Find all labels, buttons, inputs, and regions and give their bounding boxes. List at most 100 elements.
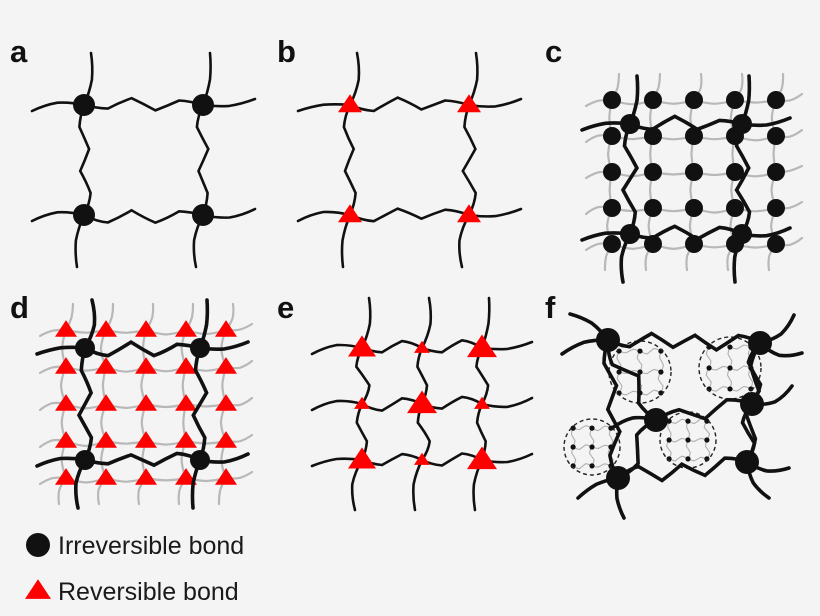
d-overlay-irreversible-bond-node [75,338,95,358]
d-reversible-bond-node [95,394,117,411]
panel-f-irreversible-bond-node [735,450,759,474]
a-irreversible-bond-node [192,204,214,226]
d-reversible-bond-node [135,468,157,485]
c-irreversible-bond-node [685,127,703,145]
panel-f: f [545,290,804,520]
b-chain-vertical [342,103,357,217]
panel-f-micro-dot [685,418,691,424]
panel-label-b: b [277,34,296,69]
panel-f-micro-chain [589,427,595,448]
panel-f-micro-chain [572,444,593,451]
c-irreversible-bond-node [644,163,662,181]
panel-f-micro-chain [687,437,708,442]
a-irreversible-bond-node [73,204,95,226]
e-reversible-bond-node [474,396,490,409]
d-reversible-bond-node [55,431,77,448]
panel-f-micro-dot [706,365,712,371]
panel-f-micro-chain [705,367,712,390]
panel-f-micro-dot [727,344,733,350]
panel-f-irreversible-bond-node [740,392,764,416]
c-irreversible-bond-node [767,91,785,109]
panel-f-chain [616,456,749,483]
panel-f-micro-chain [657,371,664,394]
e-chain-vertical [354,346,371,406]
panel-f-micro-chain [618,390,641,396]
panel-label-c: c [545,34,562,69]
b-reversible-bond-node [338,94,362,113]
panel-f-irreversible-bond-node [596,328,620,352]
panel-f-micro-chain [726,367,733,390]
panel-f-micro-chain [639,368,662,375]
e-reversible-bond-node [414,340,430,353]
b-chain-tail [296,102,352,113]
legend-item-1: Reversible bond [25,578,239,606]
d-reversible-bond-node [55,357,77,374]
e-chain-horizontal [420,338,484,354]
c-irreversible-bond-node [726,199,744,217]
d-reversible-bond-node [95,431,117,448]
panel-f-micro-chain [705,346,712,369]
panel-c: c [545,34,804,284]
c-overlay-chain-vertical [620,122,639,236]
a-chain-vertical [195,103,210,217]
e-reversible-bond-node [348,447,376,469]
c-irreversible-bond-node [603,163,621,181]
c-irreversible-bond-node [603,199,621,217]
c-irreversible-bond-node [726,163,744,181]
b-chain-tail [296,210,352,223]
d-reversible-bond-node [215,468,237,485]
d-overlay-chain-horizontal [83,339,202,358]
b-chain-tail [348,51,361,107]
c-irreversible-bond-node [685,163,703,181]
d-reversible-bond-node [55,394,77,411]
c-irreversible-bond-node [603,91,621,109]
e-reversible-bond-node [354,396,370,409]
panel-f-micro-chain [704,439,711,460]
e-reversible-bond-node [467,334,497,358]
e-chain-tail [480,396,534,409]
panel-f-chain [602,338,622,480]
e-chain-vertical [475,346,490,406]
c-irreversible-bond-node [685,91,703,109]
d-reversible-bond-node [175,394,197,411]
legend-label: Reversible bond [58,578,239,606]
panel-f-micro-chain [588,446,595,467]
b-chain-vertical [461,103,478,217]
circle-marker-icon [26,533,50,557]
e-chain-vertical [416,402,432,462]
panel-f-micro-dot [570,444,576,450]
c-irreversible-bond-node [644,127,662,145]
a-chain-horizontal [82,96,205,112]
e-chain-tail [420,296,433,350]
e-chain-tail [412,458,424,512]
a-irreversible-bond-node [192,94,214,116]
panel-f-micro-dot [589,425,595,431]
e-chain-vertical [355,402,369,462]
b-reversible-bond-node [338,204,362,223]
panel-f-micro-dot [658,369,664,375]
e-reversible-bond-node [467,446,497,470]
panel-f-cluster-boundary [563,418,621,476]
triangle-marker-icon [25,579,51,599]
b-chain-tail [467,207,523,218]
c-overlay-chain-vertical [734,122,752,236]
a-chain-vertical [78,103,92,217]
panel-f-micro-dot [727,365,733,371]
legend-label: Irreversible bond [58,532,244,560]
panel-f-micro-dot [685,437,691,443]
d-reversible-bond-node [215,320,237,337]
d-reversible-bond-node [175,431,197,448]
panel-f-irreversible-bond-node [606,466,630,490]
panel-f-micro-dot [685,456,691,462]
e-chain-tail [310,399,364,412]
d-reversible-bond-node [175,320,197,337]
panel-f-micro-chain [666,439,672,460]
d-reversible-bond-node [215,357,237,374]
c-overlay-irreversible-bond-node [732,114,752,134]
panel-f-micro-chain [570,427,576,448]
d-reversible-bond-node [95,468,117,485]
e-reversible-bond-node [407,390,437,414]
panel-f-micro-chain [703,420,711,441]
panel-f-micro-chain [639,389,662,396]
